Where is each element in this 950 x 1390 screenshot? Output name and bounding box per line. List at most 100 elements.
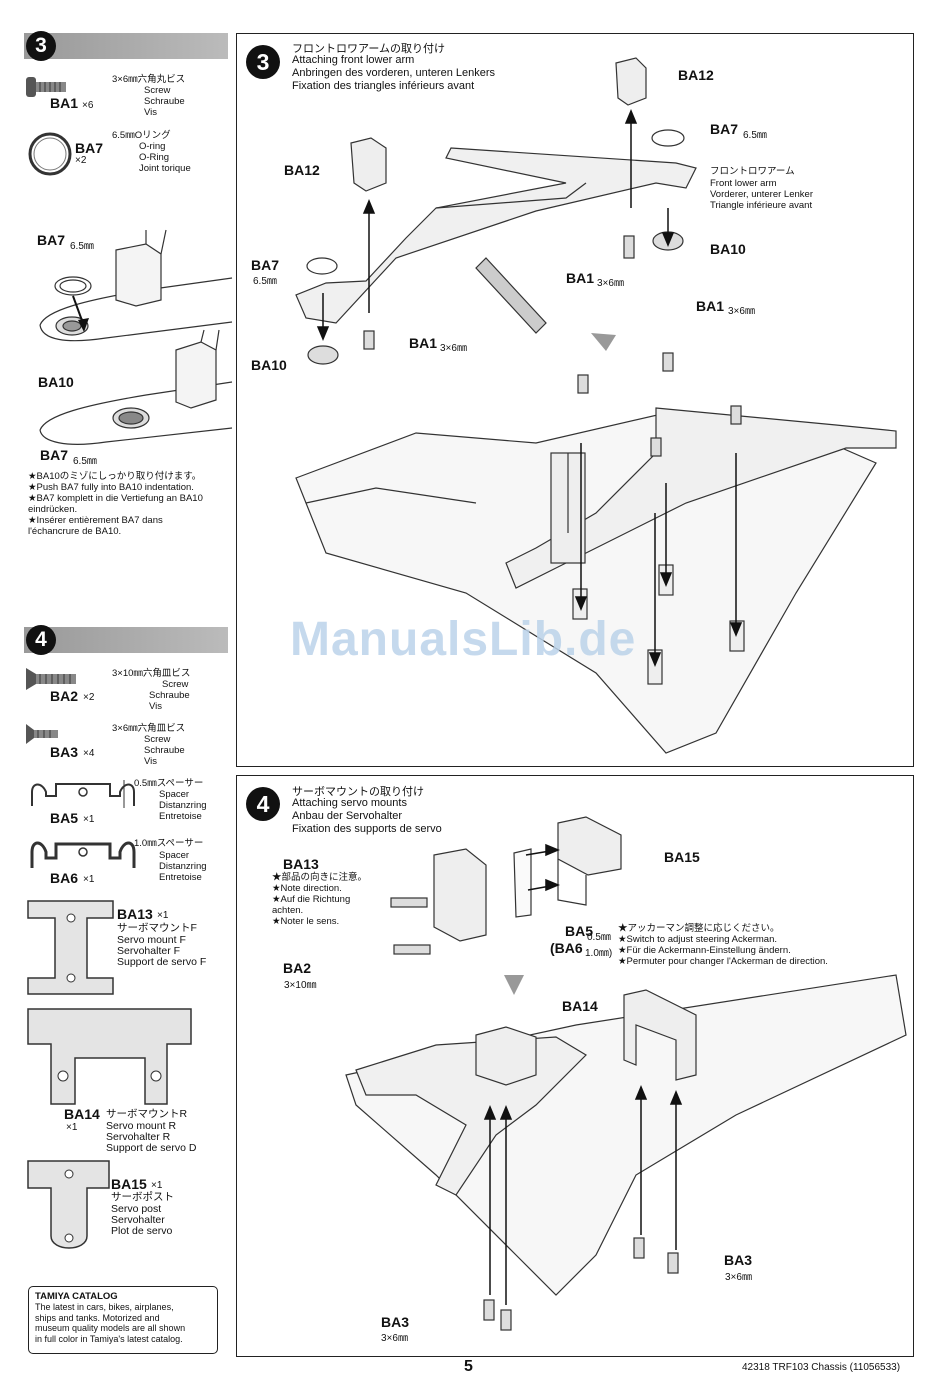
p3-ba1-mid: BA1: [566, 270, 595, 286]
p3-ba7-right-size: 6.5㎜: [743, 130, 767, 141]
panel4-title-en: Attaching servo mounts: [292, 797, 407, 809]
note-line: ★Push BA7 fully into BA10 indentation.: [28, 482, 194, 493]
catalog-title: TAMIYA CATALOG: [35, 1291, 118, 1302]
ba3-fr: Vis: [144, 756, 158, 767]
ba14-en: Servo mount R: [106, 1120, 177, 1132]
watermark: ManualsLib.de: [290, 613, 637, 666]
panel4-title-fr: Fixation des supports de servo: [292, 823, 442, 835]
p4-ba13-note-de: ★Auf die Richtung: [272, 894, 351, 905]
ba15-jp: サーボポスト: [111, 1191, 174, 1203]
ba13-de: Servohalter F: [117, 945, 181, 957]
panel3-title-en: Attaching front lower arm: [292, 54, 415, 66]
ba6-en: Spacer: [159, 850, 190, 861]
ba13-fr: Support de servo F: [117, 956, 207, 968]
page-number: 5: [464, 1358, 473, 1375]
catalog-line: ships and tanks. Motorized and: [35, 1312, 160, 1323]
note-line: ★BA7 komplett in die Vertiefung an BA10: [28, 493, 203, 504]
ba3-jp: 3×6㎜六角皿ビス: [112, 723, 186, 734]
p3-arm-jp: フロントロワアーム: [710, 166, 795, 177]
ba3-en: Screw: [144, 734, 171, 745]
p3-ba1-left: BA1: [409, 335, 438, 351]
p4-ba6-size: 1.0㎜): [585, 948, 613, 959]
ba3-de: Schraube: [144, 745, 185, 756]
ba5-part-qty: ×1: [83, 814, 95, 825]
detail-ba7-top: BA7: [37, 232, 66, 248]
ba3-part-code: BA3: [50, 744, 79, 760]
ba7-jp: 6.5㎜Oリング: [112, 130, 171, 141]
panel3-title-jp: フロントロワアームの取り付け: [292, 43, 446, 55]
ba5-en: Spacer: [159, 789, 190, 800]
note-line: eindrücken.: [28, 504, 78, 515]
ba7-en: O-ring: [139, 141, 166, 152]
p3-ba1-bottom: BA1: [696, 298, 725, 314]
ba1-en: Screw: [144, 85, 171, 96]
detail-ba7-top-size: 6.5㎜: [70, 241, 94, 252]
ba13-part-qty: ×1: [157, 910, 169, 921]
catalog-line: museum quality models are all shown: [35, 1323, 186, 1333]
ba2-part-qty: ×2: [83, 692, 95, 703]
step4-header-bar: [24, 627, 228, 653]
ba1-part-code: BA1: [50, 95, 79, 111]
p3-ba7-right: BA7: [710, 121, 739, 137]
p4-ba3-left-size: 3×6㎜: [381, 1333, 408, 1344]
ba5-part-code: BA5: [50, 810, 79, 826]
step3-number-badge: 3: [26, 31, 56, 61]
panel4-title-de: Anbau der Servohalter: [292, 810, 403, 822]
step3-notes: ★BA10のミゾにしっかり取り付けます。 ★Push BA7 fully int…: [28, 471, 203, 537]
ba14-part-code: BA14: [64, 1106, 100, 1122]
ba13-jp: サーボマウントF: [117, 922, 197, 934]
ba6-part-qty: ×1: [83, 874, 95, 885]
p4-ba3-right-size: 3×6㎜: [725, 1272, 752, 1283]
ba5-jp: 0.5㎜スペーサー: [134, 778, 204, 789]
ba2-screw-icon: [26, 668, 76, 690]
panel4-title-jp: サーボマウントの取り付け: [292, 786, 424, 798]
ba3-screw-icon: [26, 724, 58, 744]
ba6-jp: 1.0㎜スペーサー: [134, 838, 204, 849]
ba15-fr: Plot de servo: [111, 1225, 173, 1237]
p3-ba1-mid-size: 3×6㎜: [597, 278, 624, 289]
ba7-part-code: BA7: [75, 140, 104, 156]
ba14-fr: Support de servo D: [106, 1142, 197, 1154]
p4-ack-jp: ★アッカーマン調整に応じください。: [618, 923, 780, 934]
tamiya-catalog-box: TAMIYA CATALOG The latest in cars, bikes…: [28, 1286, 218, 1354]
ba14-part-qty: ×1: [66, 1122, 78, 1133]
ba15-de: Servohalter: [111, 1214, 165, 1226]
p3-ba1-bottom-size: 3×6㎜: [728, 306, 755, 317]
ba2-en: Screw: [162, 679, 189, 690]
p4-ba2-size: 3×10㎜: [284, 980, 317, 991]
ba1-fr: Vis: [144, 107, 158, 118]
ba14-jp: サーボマウントR: [106, 1108, 188, 1120]
p3-ba7-left: BA7: [251, 257, 280, 273]
p3-ba7-left-size: 6.5㎜: [253, 276, 277, 287]
ba13-servo-mount-f-icon: [27, 900, 114, 995]
catalog-line: in full color in Tamiya's latest catalog…: [35, 1333, 183, 1344]
ba6-fr: Entretoise: [159, 872, 202, 883]
p3-arm-en: Front lower arm: [710, 178, 777, 189]
ba6-spacer-icon: [30, 841, 136, 868]
step3-header-bar: [24, 33, 228, 59]
p4-ba5: BA5: [565, 923, 594, 939]
p4-ba5-size: 0.5㎜: [587, 932, 611, 943]
step4-assembly-drawing: [345, 816, 907, 1331]
ba1-jp: 3×6㎜六角丸ビス: [112, 74, 186, 85]
note-line: ★Insérer entièrement BA7 dans: [28, 515, 163, 526]
ba3-part-qty: ×4: [83, 748, 95, 759]
p4-ack-fr: ★Permuter pour changer l'Ackerman de dir…: [618, 956, 828, 967]
ba5-de: Distanzring: [159, 800, 207, 811]
ba1-screw-icon: [26, 77, 66, 97]
ba15-en: Servo post: [111, 1203, 162, 1215]
ba2-fr: Vis: [149, 701, 163, 712]
p3-ba10-left: BA10: [251, 357, 287, 373]
step4-number-badge: 4: [26, 625, 56, 655]
ba1-de: Schraube: [144, 96, 185, 107]
step3-assembly-drawing: [295, 57, 897, 754]
ba15-part-qty: ×1: [151, 1180, 163, 1191]
p3-ba12-left: BA12: [284, 162, 320, 178]
p4-ba13-note-jp: ★部品の向きに注意。: [272, 872, 368, 883]
p4-ba13-note-fr: ★Noter le sens.: [272, 916, 340, 927]
ba2-de: Schraube: [149, 690, 190, 701]
p4-ack-de: ★Für die Ackermann-Einstellung ändern.: [618, 945, 791, 956]
p4-ba6: (BA6: [550, 940, 583, 956]
p4-ba3-left: BA3: [381, 1314, 410, 1330]
p3-arm-de: Vorderer, unterer Lenker: [710, 189, 813, 200]
